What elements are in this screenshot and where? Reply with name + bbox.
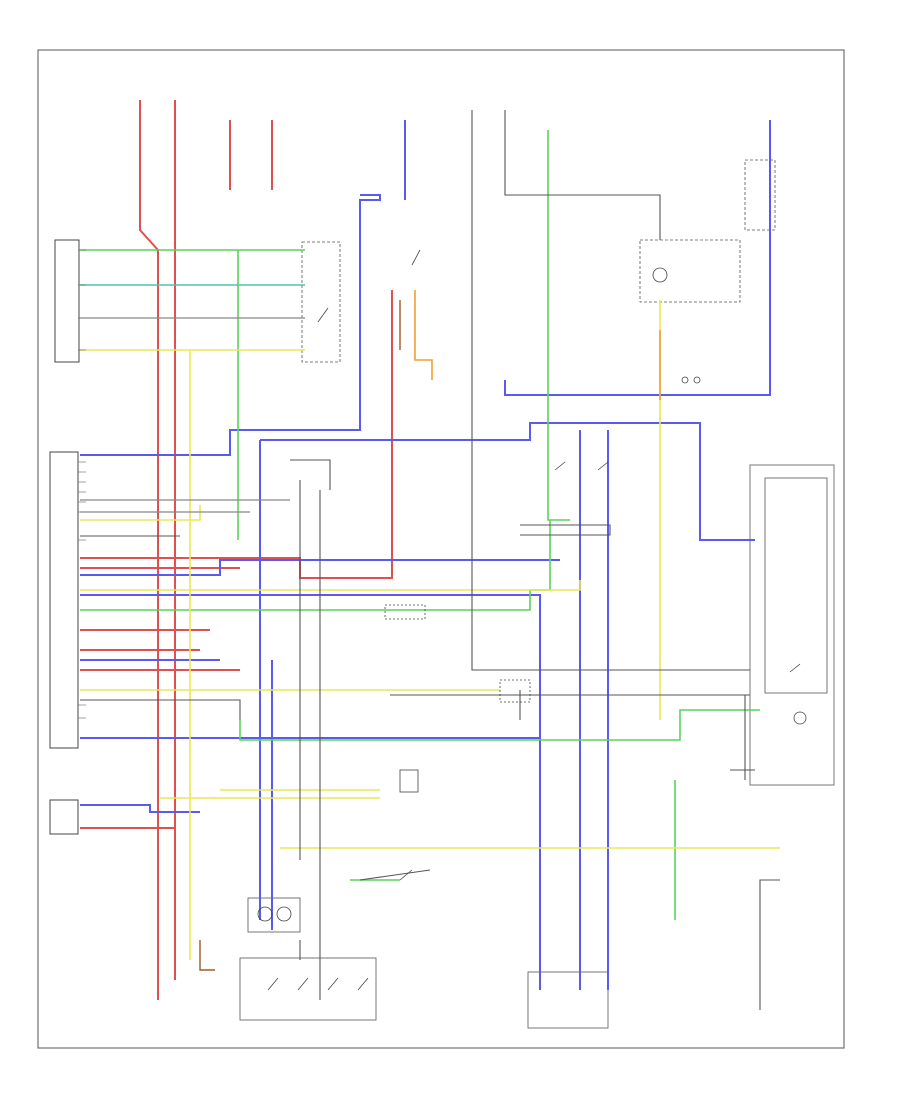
blue-wire: [504, 120, 771, 396]
switch-contact: [411, 249, 421, 266]
switch-contact: [789, 663, 801, 673]
green-wire: [547, 130, 570, 521]
red-wire: [139, 100, 159, 1000]
blue-wires: [80, 120, 771, 990]
throttle-position-sensor-box: [301, 241, 341, 363]
black-wire: [759, 879, 780, 1010]
connector-block: [499, 679, 531, 703]
green-wires: [80, 130, 760, 920]
black-wire: [520, 524, 611, 536]
connector-block: [384, 604, 426, 620]
orange-wire: [414, 290, 433, 380]
sensor-element: [276, 906, 292, 922]
relay-box: [639, 239, 741, 303]
switch-contact: [399, 869, 413, 881]
red-wire: [80, 290, 393, 579]
switch-contact: [327, 977, 339, 991]
engine-control-module-connector-top: [54, 239, 80, 363]
indicator-lamp: [652, 267, 668, 283]
junction-dot: [693, 376, 701, 384]
black-wires: [80, 110, 780, 1010]
red-wires: [80, 100, 393, 1000]
diagram-frame: [37, 49, 845, 1049]
black-wire: [80, 699, 241, 720]
switch-contact: [267, 977, 279, 991]
yellow-wires: [80, 300, 780, 960]
black-wire: [359, 869, 431, 881]
connector-block: [399, 769, 419, 793]
blue-wire: [80, 194, 381, 456]
brown-wire: [199, 940, 215, 971]
brown-wires: [199, 300, 401, 971]
cruise-control-switch-box: [239, 957, 377, 1021]
left-sensor-connector: [49, 799, 79, 835]
indicator-lamp: [793, 711, 807, 725]
switch-symbols: [257, 249, 807, 991]
black-wire: [290, 459, 331, 490]
switch-contact: [297, 977, 309, 991]
instrument-cluster-box: [749, 464, 835, 786]
blue-wire: [80, 804, 200, 813]
orange-wires: [414, 290, 661, 400]
black-wire: [504, 110, 661, 240]
vehicle-speed-sensor-box: [247, 897, 301, 933]
blue-wire: [80, 594, 541, 990]
right-top-connector: [744, 159, 776, 231]
green-wire: [239, 709, 760, 741]
blue-wire: [80, 559, 560, 576]
yellow-wire: [80, 505, 201, 521]
instrument-cluster-inner: [764, 477, 828, 694]
green-wire: [80, 520, 551, 611]
switch-contact: [554, 461, 566, 471]
blue-wire: [260, 422, 755, 541]
engine-control-module-connector-main: [49, 451, 79, 749]
switch-contact: [597, 461, 609, 471]
sensor-element: [257, 906, 273, 922]
switch-contact: [357, 977, 369, 991]
yellow-wire: [80, 580, 581, 591]
junction-dot: [681, 376, 689, 384]
black-wire: [471, 110, 750, 671]
control-unit-box: [527, 971, 609, 1029]
switch-contact: [317, 307, 329, 323]
